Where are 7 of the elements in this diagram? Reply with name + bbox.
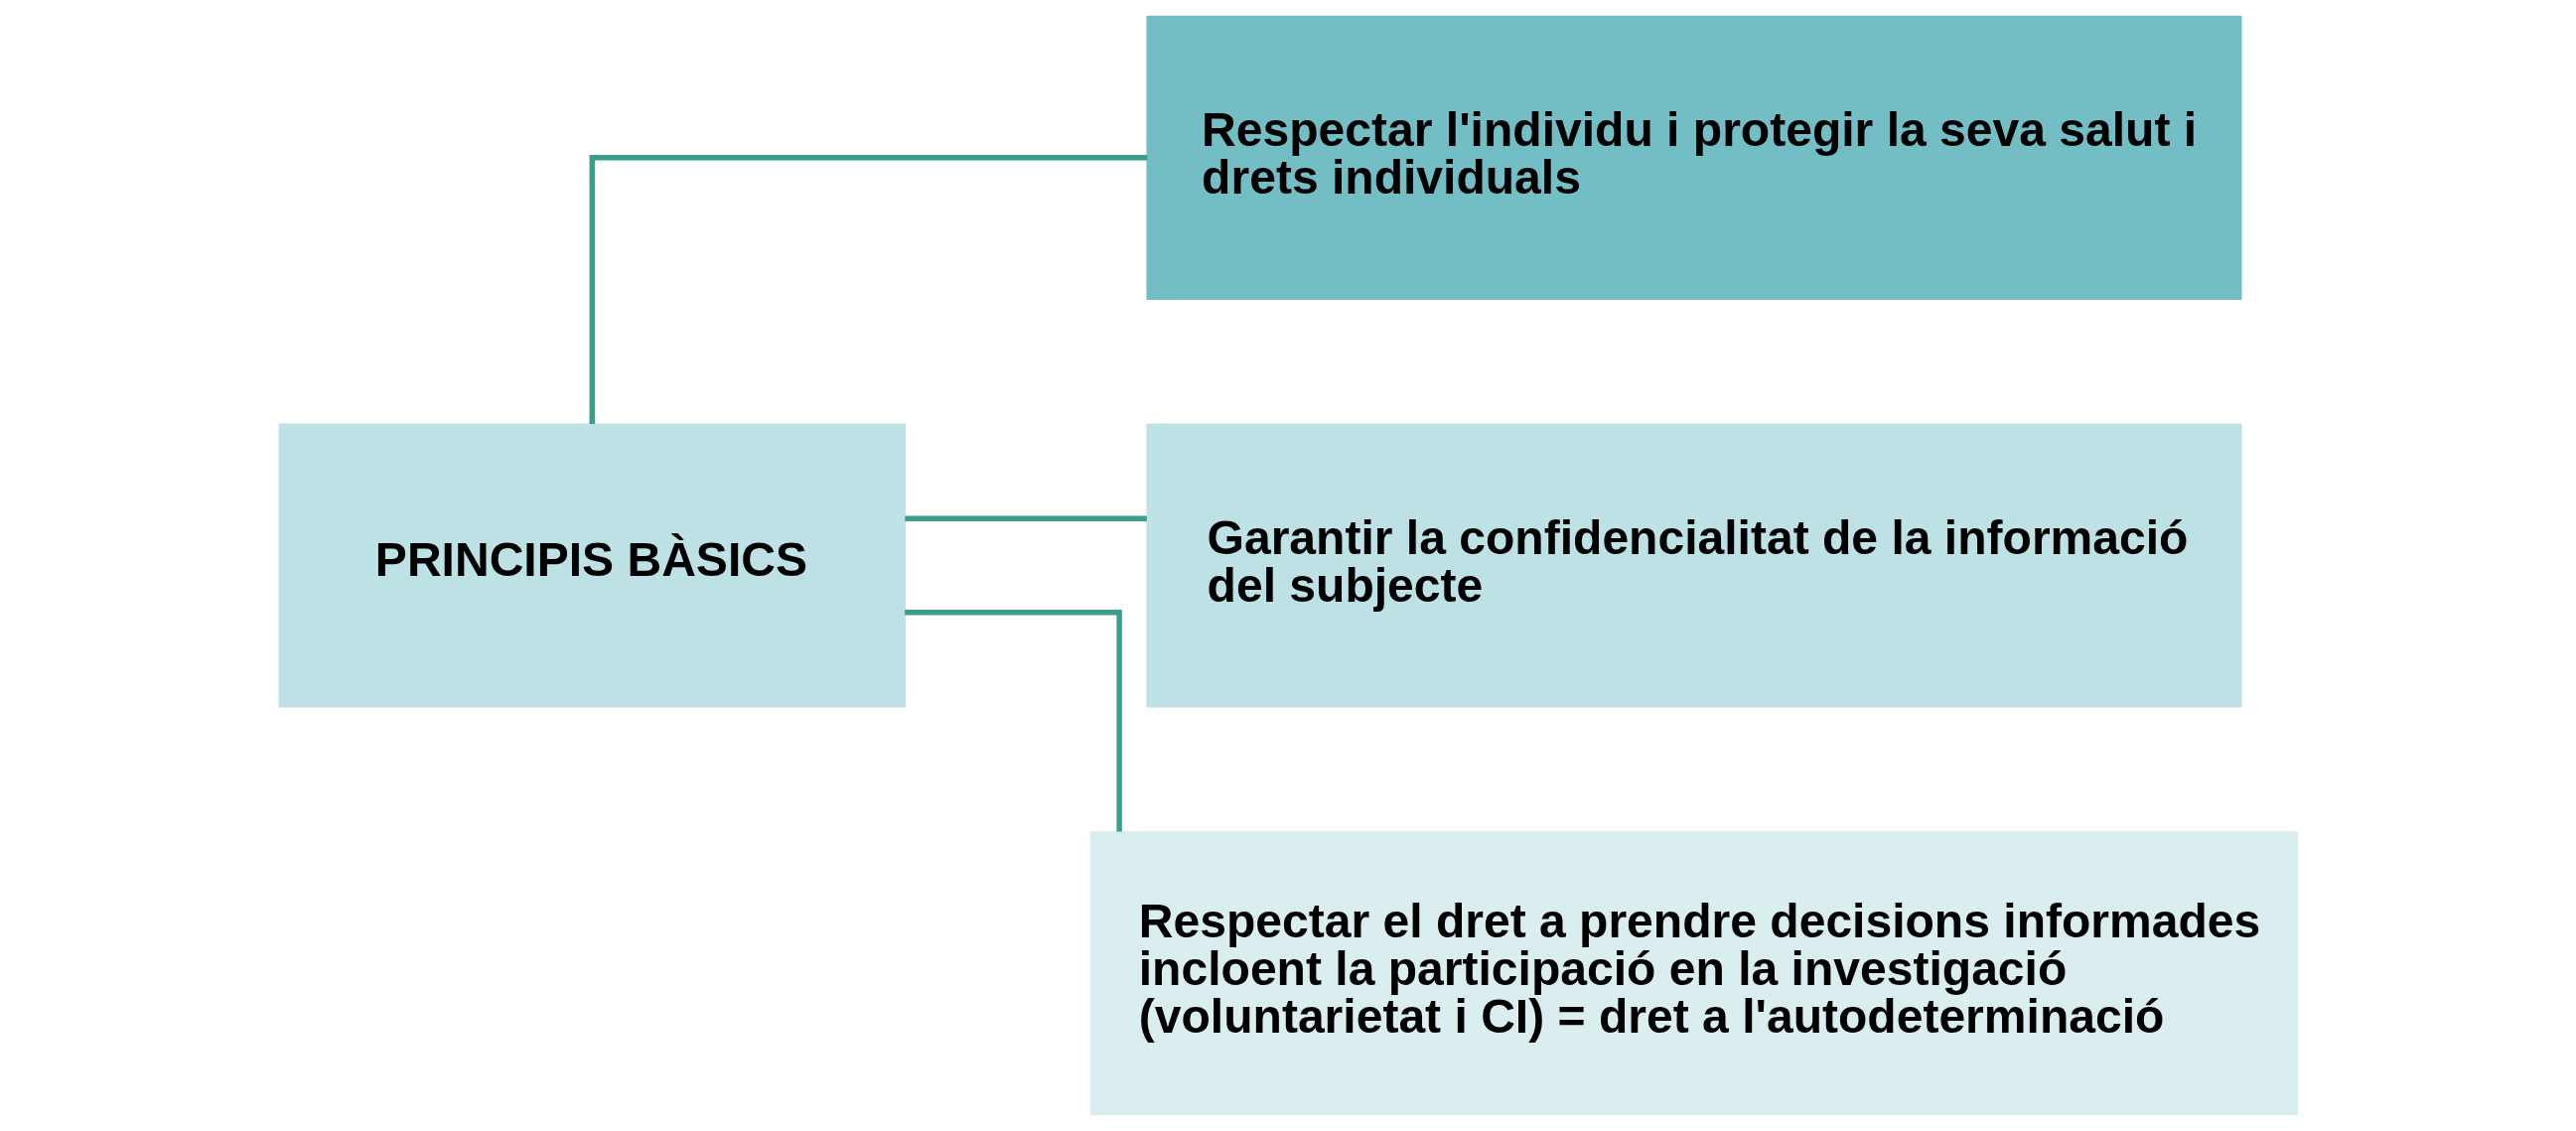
node-box: Respectar el dret a prendre decisions informades incloent la participació en la investigació (voluntarietat i CI) = dret a l'autodeterminació [1089, 831, 2298, 1116]
connector [904, 515, 1147, 521]
node-box: Garantir la confidencialitat de la informació del subjecte [1145, 423, 2242, 708]
node-box: PRINCIPIS BÀSICS [278, 423, 906, 708]
node-box: Respectar l'individu i protegir la seva salut i drets individuals [1145, 15, 2242, 300]
connector [589, 155, 1147, 424]
connector [904, 610, 1122, 832]
